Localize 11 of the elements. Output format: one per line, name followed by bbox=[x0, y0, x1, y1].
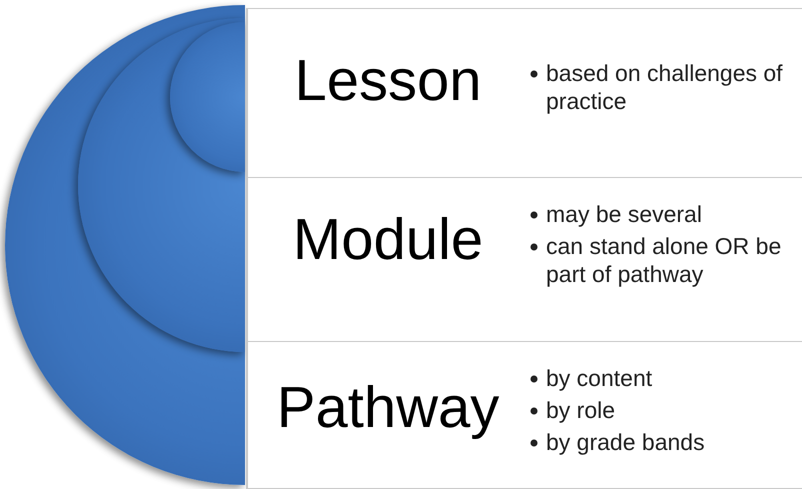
text-panel bbox=[246, 341, 802, 489]
bullet-item: may be several bbox=[546, 201, 702, 227]
bullet-item: by grade bands bbox=[546, 429, 705, 455]
text-panel bbox=[246, 8, 802, 178]
bullet-item: can stand alone OR be part of pathway bbox=[546, 233, 782, 287]
bullet-item: by role bbox=[546, 397, 616, 423]
heading: Lesson bbox=[293, 47, 483, 114]
heading: Module bbox=[292, 206, 484, 273]
heading: Pathway bbox=[276, 374, 500, 441]
bullet-item: by content bbox=[546, 365, 652, 391]
bullet-item: based on challenges of practice bbox=[546, 60, 783, 114]
